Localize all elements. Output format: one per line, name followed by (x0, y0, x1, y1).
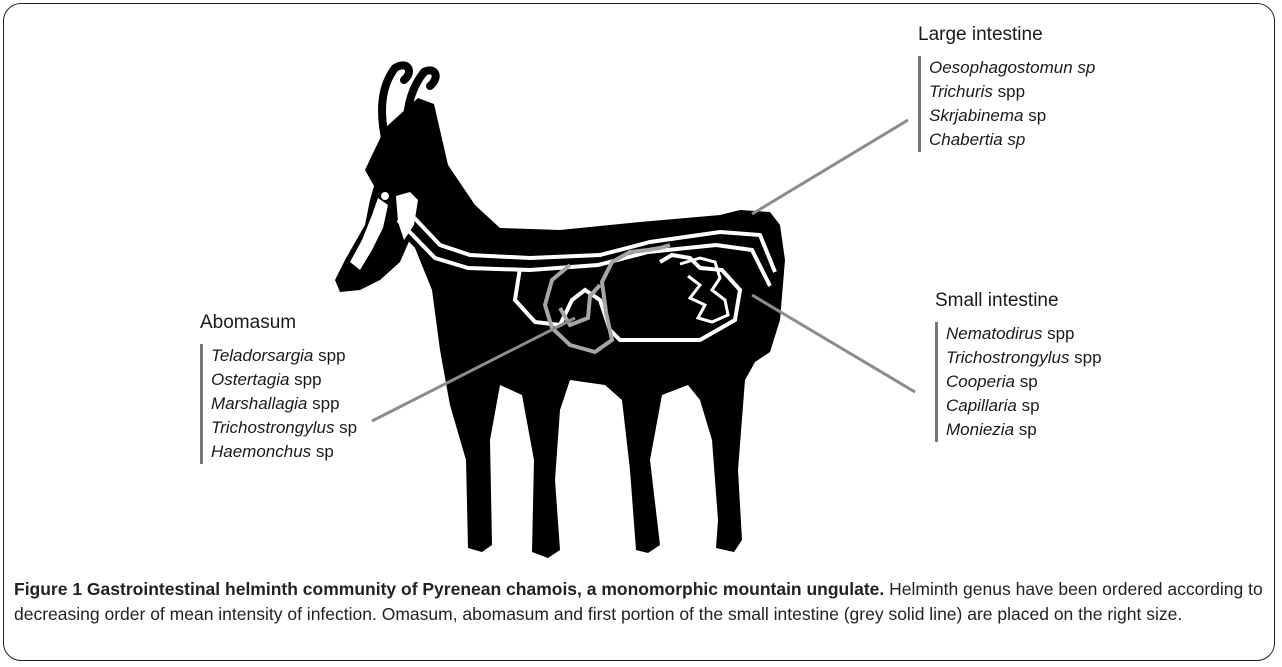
list-item: Trichuris spp (929, 80, 1095, 104)
large-intestine-title: Large intestine (918, 24, 1095, 46)
leader-small-intestine (752, 295, 915, 392)
leader-large-intestine (752, 120, 908, 214)
small-intestine-list: Nematodirus spp Trichostrongylus spp Coo… (935, 322, 1102, 442)
abomasum-group: Abomasum Teladorsargia spp Ostertagia sp… (200, 312, 357, 464)
eye (381, 192, 389, 200)
abomasum-title: Abomasum (200, 312, 357, 334)
figure-caption: Figure 1 Gastrointestinal helminth commu… (14, 577, 1264, 627)
abomasum-list: Teladorsargia spp Ostertagia spp Marshal… (200, 344, 357, 464)
list-item: Skrjabinema sp (929, 104, 1095, 128)
list-item: Teladorsargia spp (211, 344, 357, 368)
list-item: Haemonchus sp (211, 440, 357, 464)
list-item: Marshallagia spp (211, 392, 357, 416)
list-item: Ostertagia spp (211, 368, 357, 392)
list-item: Capillaria sp (946, 394, 1102, 418)
list-item: Trichostrongylus sp (211, 416, 357, 440)
list-item: Nematodirus spp (946, 322, 1102, 346)
large-intestine-group: Large intestine Oesophagostomun sp Trich… (918, 24, 1095, 152)
list-item: Oesophagostomun sp (929, 56, 1095, 80)
list-item: Moniezia sp (946, 418, 1102, 442)
list-item: Chabertia sp (929, 128, 1095, 152)
small-intestine-title: Small intestine (935, 290, 1102, 312)
list-item: Cooperia sp (946, 370, 1102, 394)
caption-label: Figure 1 Gastrointestinal helminth commu… (14, 579, 884, 599)
list-item: Trichostrongylus spp (946, 346, 1102, 370)
small-intestine-group: Small intestine Nematodirus spp Trichost… (935, 290, 1102, 442)
large-intestine-list: Oesophagostomun sp Trichuris spp Skrjabi… (918, 56, 1095, 152)
